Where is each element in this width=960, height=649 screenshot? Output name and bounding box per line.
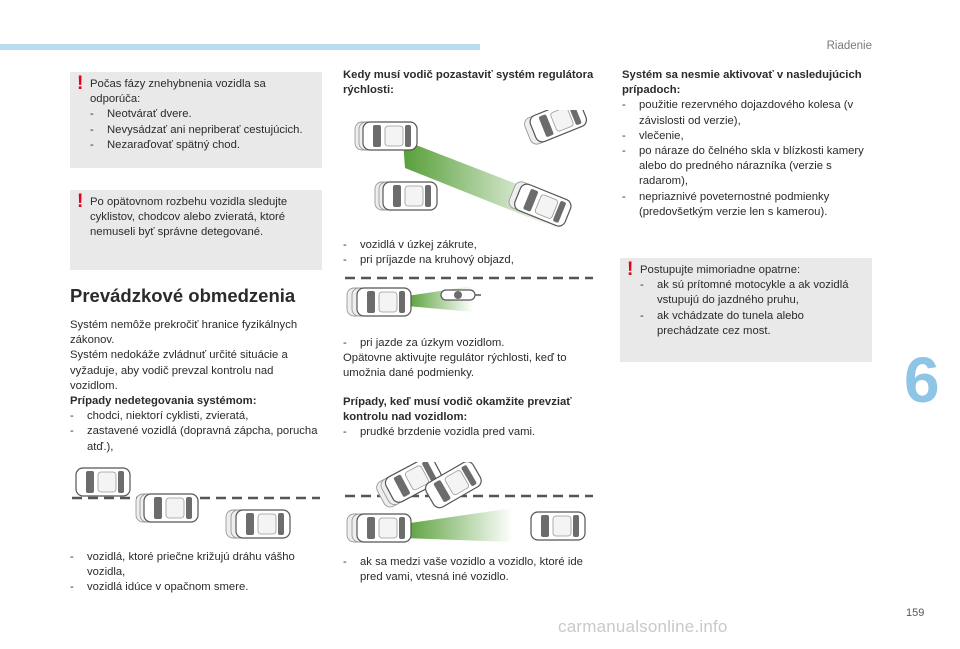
car-icon xyxy=(346,513,412,543)
paragraph: Opätovne aktivujte regulátor rýchlosti, … xyxy=(343,352,567,380)
illustration-cut-in xyxy=(345,462,593,543)
exclamation-icon: ! xyxy=(77,73,84,94)
list-item: -použitie rezervného dojazdového kolesa … xyxy=(622,99,854,127)
illustration-narrow-vehicle xyxy=(345,276,593,317)
list-item: -nepriaznivé poveternostné podmienky (pr… xyxy=(622,190,830,218)
chapter-tab xyxy=(882,333,960,431)
watermark: carmanualsonline.info xyxy=(558,617,728,636)
car-icon xyxy=(135,493,199,523)
car-icon xyxy=(508,181,574,229)
list-item: -ak vchádzate do tunela alebo prechádzat… xyxy=(640,309,804,337)
immediate-takeover: Prípady, keď musí vodič okamžite prevzia… xyxy=(343,395,595,441)
page-number: 159 xyxy=(906,607,925,619)
limits-text: Systém nemôže prekročiť hranice fyzikáln… xyxy=(70,318,322,455)
exclamation-icon: ! xyxy=(77,191,84,212)
warning-box-immobilisation: ! Počas fázy znehybnenia vozidla sa odpo… xyxy=(70,72,322,168)
narrow-vehicle-text: -pri jazde za úzkym vozidlom. Opätovne a… xyxy=(343,336,595,382)
list-item: -po náraze do čelného skla v blízkosti k… xyxy=(622,145,864,188)
bend-list: -vozidlá v úzkej zákrute, -pri príjazde … xyxy=(343,238,595,268)
list-item: -ak sa medzi vaše vozidlo a vozidlo, kto… xyxy=(343,556,583,584)
suspend-title: Kedy musí vodič pozastaviť systém regulá… xyxy=(343,69,594,97)
warning-box-restart: ! Po opätovnom rozbehu vozidla sledujte … xyxy=(70,190,322,270)
list-item: -Neotvárať dvere. xyxy=(90,108,192,121)
car-icon xyxy=(225,509,291,539)
chapter-number: 6 xyxy=(904,344,940,416)
car-icon xyxy=(75,467,131,497)
car-icon xyxy=(374,181,438,211)
paragraph: Systém nedokáže zvládnuť určité situácie… xyxy=(70,349,288,392)
cut-in-list: -ak sa medzi vaše vozidlo a vozidlo, kto… xyxy=(343,555,595,585)
car-icon xyxy=(354,121,418,151)
header-accent-bar xyxy=(0,44,480,50)
car-icon xyxy=(346,287,412,317)
car-icon xyxy=(376,462,445,508)
list-item: -prudké brzdenie vozidla pred vami. xyxy=(343,426,536,439)
subheading: Systém sa nesmie aktivovať v nasledujúci… xyxy=(622,69,862,97)
list-item: -vozidlá v úzkej zákrute, xyxy=(343,239,477,251)
illustration-bend xyxy=(354,110,590,229)
subheading: Prípady, keď musí vodič okamžite prevzia… xyxy=(343,396,572,424)
car-icon xyxy=(530,511,586,541)
not-activate-section: Systém sa nesmie aktivovať v nasledujúci… xyxy=(622,68,874,220)
list-item: -pri jazde za úzkym vozidlom. xyxy=(343,337,505,349)
section-heading: Prevádzkové obmedzenia xyxy=(70,285,296,306)
car-icon xyxy=(524,110,590,145)
paragraph: Systém nemôže prekročiť hranice fyzikáln… xyxy=(70,319,298,347)
subheading: Prípady nedetegovania systémom: xyxy=(70,395,257,408)
list-item: -Nevysádzať ani nepriberať cestujúcich. xyxy=(90,123,303,136)
warning-intro: Počas fázy znehybnenia vozidla sa odporú… xyxy=(90,78,266,106)
list-item: -pri príjazde na kruhový objazd, xyxy=(343,254,514,267)
list-item: -vozidlá idúce v opačnom smere. xyxy=(70,581,249,594)
section-name: Riadenie xyxy=(826,40,872,52)
list-item: -vozidlá, ktoré priečne križujú dráhu vá… xyxy=(70,551,295,579)
list-item: -Nezaraďovať spätný chod. xyxy=(90,138,241,151)
illustration-cross-traffic xyxy=(72,467,320,539)
warning-box-caution: ! Postupujte mimoriadne opatrne: -ak sú … xyxy=(620,258,872,362)
list-item: -chodci, niektorí cyklisti, zvieratá, xyxy=(70,410,249,423)
exclamation-icon: ! xyxy=(627,259,634,280)
list-item: -zastavené vozidlá (dopravná zápcha, por… xyxy=(70,425,318,453)
warning-text: Po opätovnom rozbehu vozidla sledujte cy… xyxy=(90,196,288,239)
warning-intro: Postupujte mimoriadne opatrne: xyxy=(640,264,801,276)
list-item: -ak sú prítomné motocykle a ak vozidlá v… xyxy=(640,279,849,307)
motorcycle-icon xyxy=(440,289,481,301)
radar-beam xyxy=(403,508,513,542)
list-item: -vlečenie, xyxy=(622,129,684,142)
cross-traffic-list: -vozidlá, ktoré priečne križujú dráhu vá… xyxy=(70,550,322,596)
